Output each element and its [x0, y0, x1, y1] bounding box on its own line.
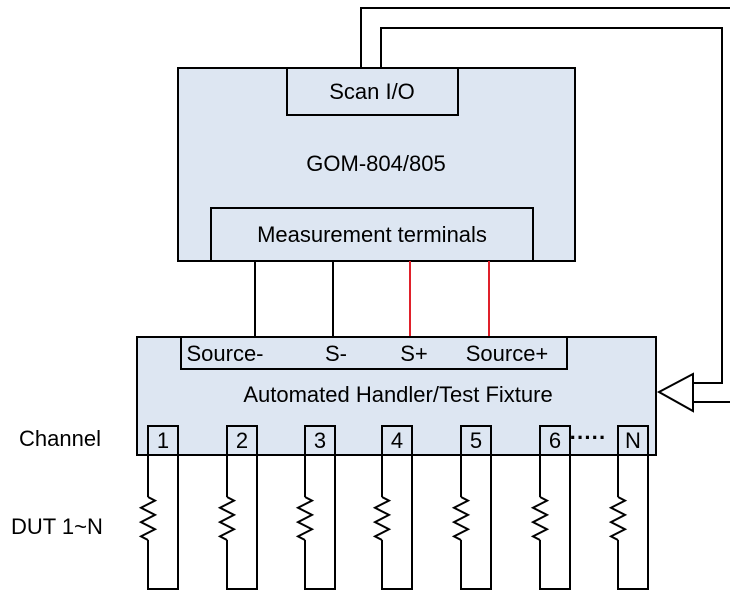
dut-resistor-N [608, 496, 628, 541]
channel-box-1 [147, 425, 179, 456]
fixture-title: Automated Handler/Test Fixture [243, 382, 552, 407]
channel-group: 1 2 3 4 5 6 N [138, 425, 649, 590]
channel-number-3: 3 [314, 428, 326, 453]
channel-box-6 [539, 425, 571, 456]
channel-number-N: N [625, 428, 641, 453]
dut-loop-5 [460, 455, 492, 590]
channel-number-5: 5 [470, 428, 482, 453]
channel-box-2 [226, 425, 258, 456]
scan-io-cable-inner [380, 27, 723, 384]
measurement-terminals-label: Measurement terminals [257, 222, 487, 247]
terminal-source-plus: Source+ [466, 341, 549, 366]
dut-loop-3 [304, 455, 336, 590]
channel-box-4 [381, 425, 413, 456]
measurement-terminals-box [210, 207, 534, 262]
model-label: GOM-804/805 [306, 151, 445, 176]
dut-resistor-6 [530, 496, 550, 541]
dut-label: DUT 1~N [11, 514, 103, 539]
terminal-source-minus: Source- [186, 341, 263, 366]
dut-loop-1 [147, 455, 179, 590]
channel-box-N [617, 425, 649, 456]
fixture-terminal-strip [180, 336, 568, 370]
dut-resistor-2 [217, 496, 237, 541]
channel-number-4: 4 [391, 428, 403, 453]
terminal-sense-plus: S+ [400, 341, 428, 366]
dut-loop-4 [381, 455, 413, 590]
channel-ellipsis: ····· [570, 425, 607, 450]
channel-number-1: 1 [157, 428, 169, 453]
terminal-sense-minus: S- [325, 341, 347, 366]
channel-label: Channel [19, 426, 101, 451]
scan-io-label: Scan I/O [329, 79, 415, 104]
scan-io-port [286, 67, 459, 116]
dut-resistor-3 [295, 496, 315, 541]
dut-loop-N [617, 455, 649, 590]
input-arrow [656, 372, 694, 413]
dut-resistor-5 [451, 496, 471, 541]
dut-resistor-4 [372, 496, 392, 541]
channel-box-5 [460, 425, 492, 456]
dut-resistor-1 [138, 496, 158, 541]
channel-number-6: 6 [549, 428, 561, 453]
dut-loop-6 [539, 455, 571, 590]
dut-loop-2 [226, 455, 258, 590]
scan-io-cable-outer [360, 7, 730, 68]
channel-number-2: 2 [236, 428, 248, 453]
channel-box-3 [304, 425, 336, 456]
